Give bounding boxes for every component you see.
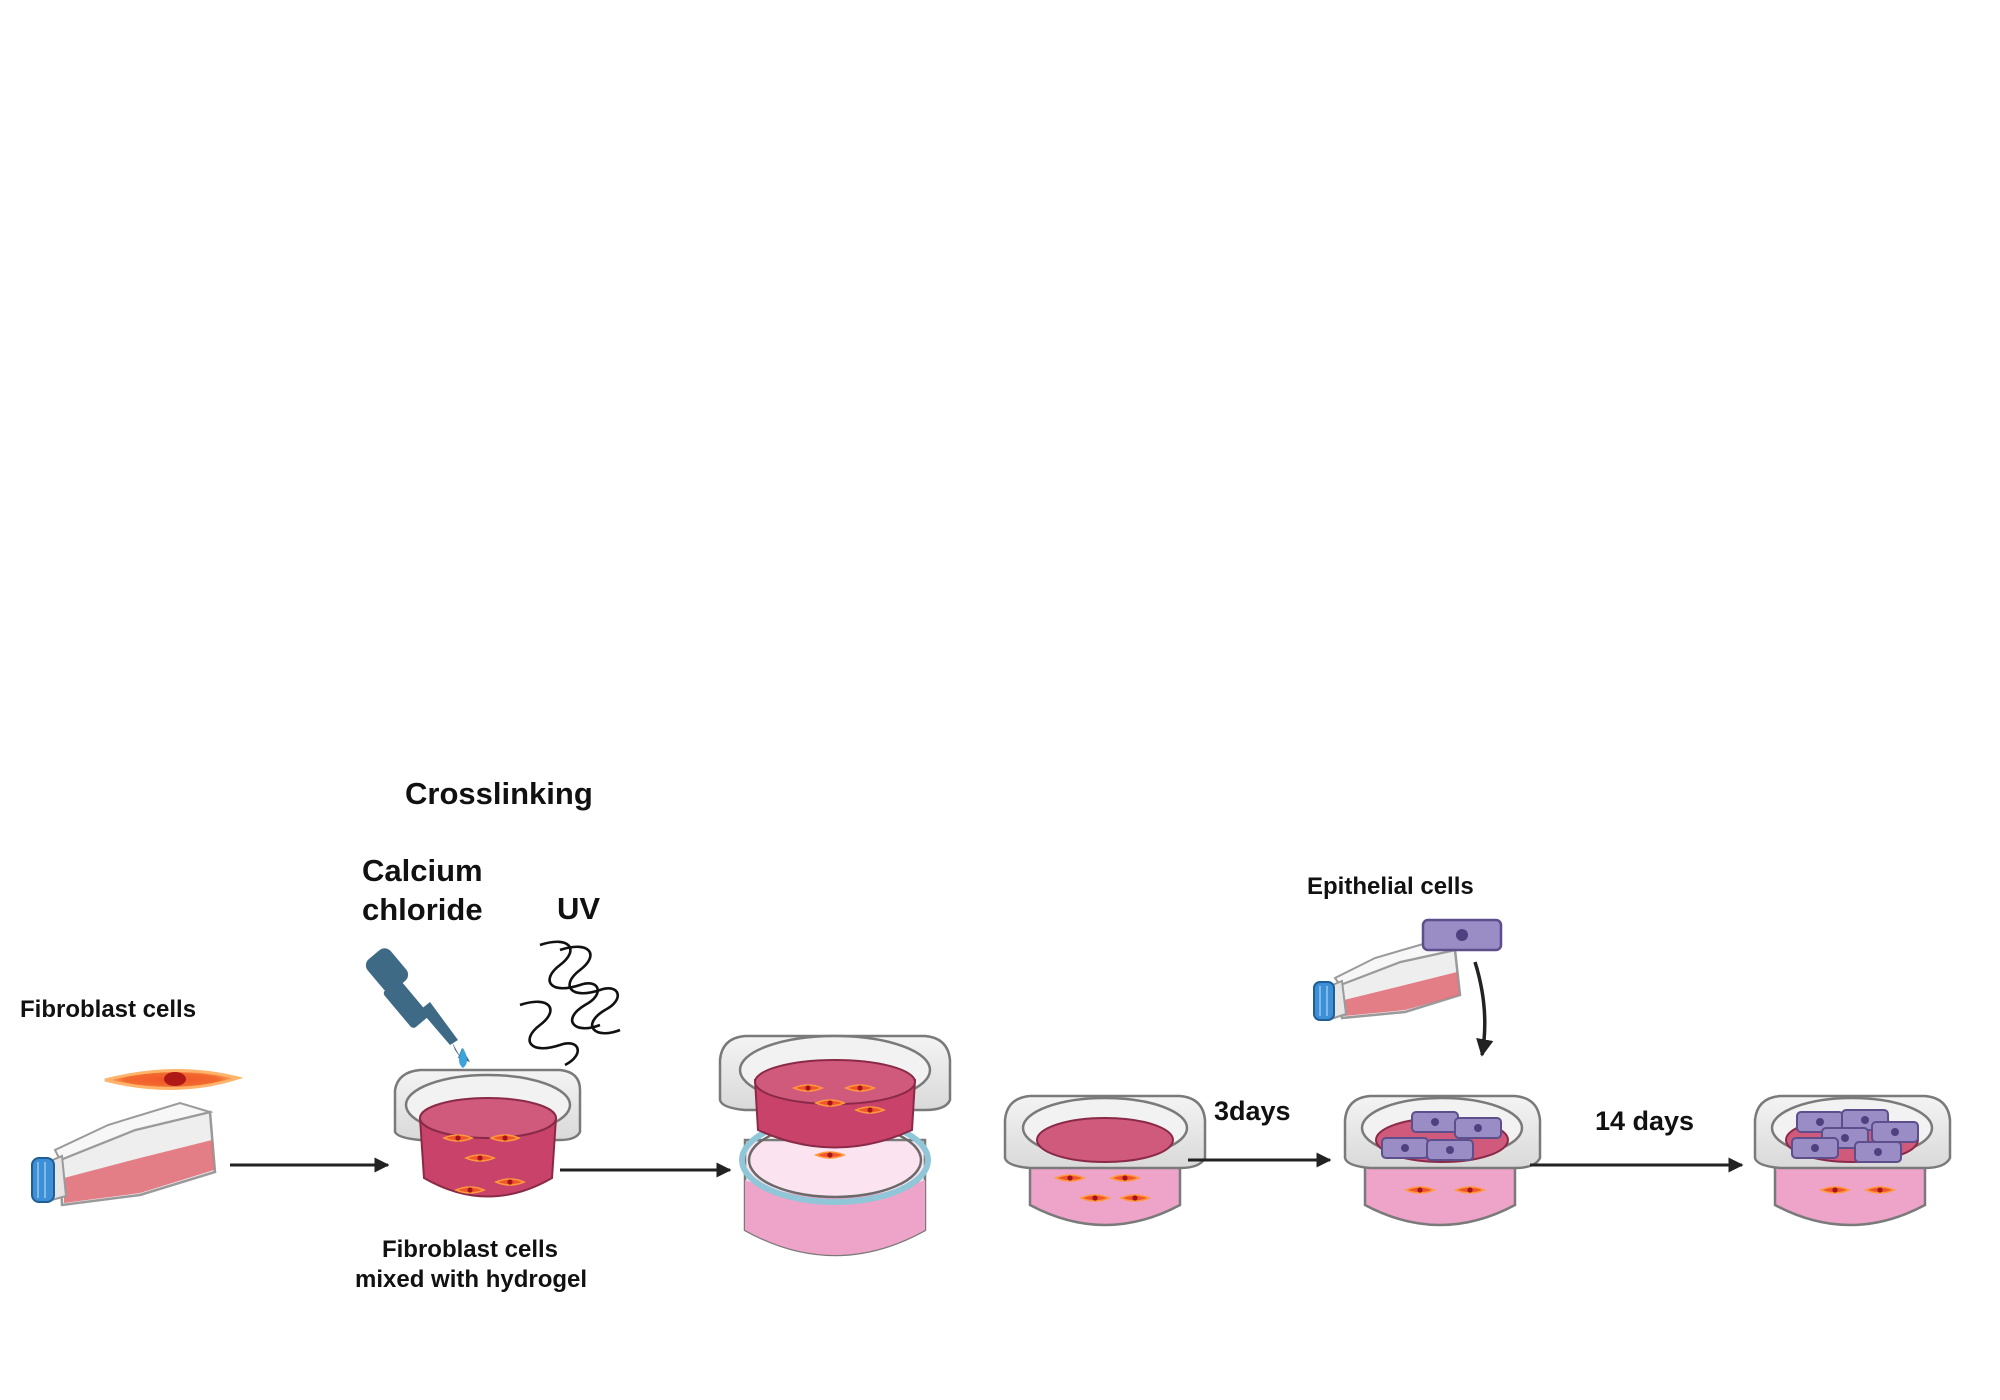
drop-icon [459,1048,467,1068]
fibroblast-cell-icon [104,1069,244,1090]
epithelial-cells-label: Epithelial cells [1307,873,1474,900]
crosslinking-label: Crosslinking [405,776,593,811]
cell-culture-insert-icon [718,1034,952,1257]
fourteen-days-label: 14 days [1595,1106,1695,1136]
uv-waves-icon [519,940,621,1067]
insert-gel-icon [1003,1094,1207,1227]
final-insert-icon [1753,1094,1952,1227]
calcium-chloride-label: Calcium chloride [362,852,483,930]
mixed-label-line1: Fibroblast cells [381,1236,559,1263]
calcium-label-line2: chloride [362,891,483,927]
three-days-label: 3days [1214,1096,1291,1126]
epithelial-flask-icon [1313,940,1462,1021]
culture-flask-icon [31,1101,217,1207]
mixed-label-line2: mixed with hydrogel [355,1266,588,1293]
arrow-seeding [1473,961,1494,1057]
hydrogel-dish-icon [393,1068,582,1198]
dropper-icon [365,948,470,1062]
uv-label: UV [557,891,601,926]
fibroblast-cells-label: Fibroblast cells [20,996,197,1023]
fibroblast-hydrogel-label: Fibroblast cells mixed with hydrogel [355,1235,588,1295]
epithelial-cell-icon [1421,918,1503,952]
calcium-label-line1: Calcium [362,853,483,888]
coculture-insert-icon [1343,1094,1542,1227]
